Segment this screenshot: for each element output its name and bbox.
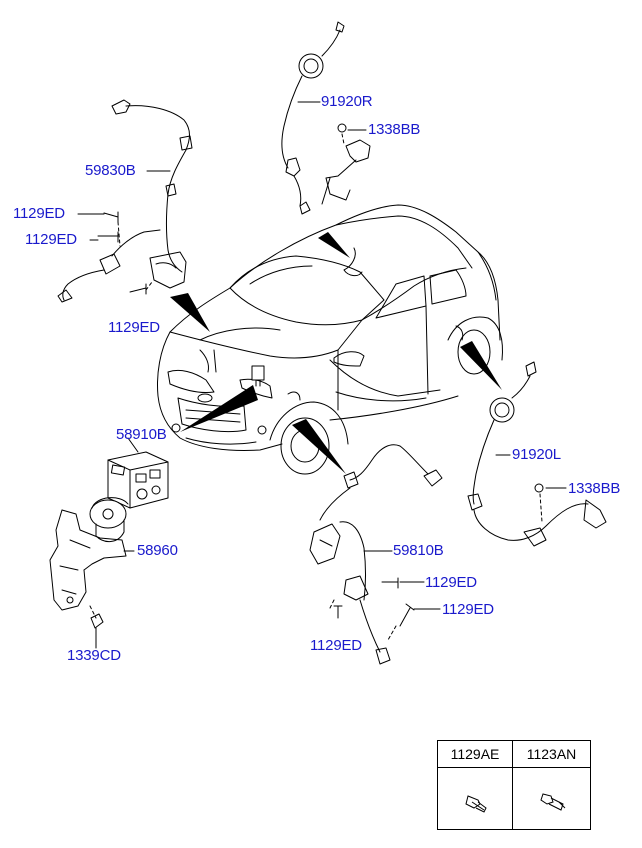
legend-header-1123AN[interactable]: 1123AN: [513, 741, 590, 768]
part-label-1129ED-c[interactable]: 1129ED: [108, 319, 160, 336]
legend-cell-1123AN: [513, 768, 590, 829]
abs-bracket-58960: [49, 509, 127, 629]
leader-wedges: [170, 232, 502, 474]
part-label-91920R[interactable]: 91920R: [321, 93, 373, 110]
part-label-1129ED-a[interactable]: 1129ED: [13, 205, 65, 222]
part-label-1129ED-e[interactable]: 1129ED: [442, 601, 494, 618]
label-leaders: [77, 101, 567, 649]
sensor-59810B: [309, 444, 443, 665]
part-label-1339CD[interactable]: 1339CD: [67, 647, 121, 664]
sensor-91920R: [281, 21, 371, 277]
part-label-1338BB-right[interactable]: 1338BB: [568, 480, 621, 497]
legend-header-1129AE[interactable]: 1129AE: [438, 741, 513, 768]
part-label-1338BB-top[interactable]: 1338BB: [368, 121, 421, 138]
sensor-91920L: [467, 361, 607, 547]
part-label-58910B[interactable]: 58910B: [116, 426, 167, 443]
fastener-legend-table: 1129AE 1123AN: [437, 740, 591, 830]
part-label-58960[interactable]: 58960: [137, 542, 178, 559]
bolt-1123AN-icon: [540, 793, 566, 811]
sensor-59830B: [57, 99, 193, 303]
part-label-59830B[interactable]: 59830B: [85, 162, 136, 179]
abs-modulator-58910B: [89, 451, 169, 542]
part-label-1129ED-d[interactable]: 1129ED: [425, 574, 477, 591]
car-illustration: [157, 204, 503, 475]
part-label-91920L[interactable]: 91920L: [512, 446, 561, 463]
part-label-1129ED-f[interactable]: 1129ED: [310, 637, 362, 654]
legend-cell-1129AE: [438, 768, 513, 829]
part-label-59810B[interactable]: 59810B: [393, 542, 444, 559]
bolt-1129AE-icon: [465, 795, 487, 813]
part-label-1129ED-b[interactable]: 1129ED: [25, 231, 77, 248]
